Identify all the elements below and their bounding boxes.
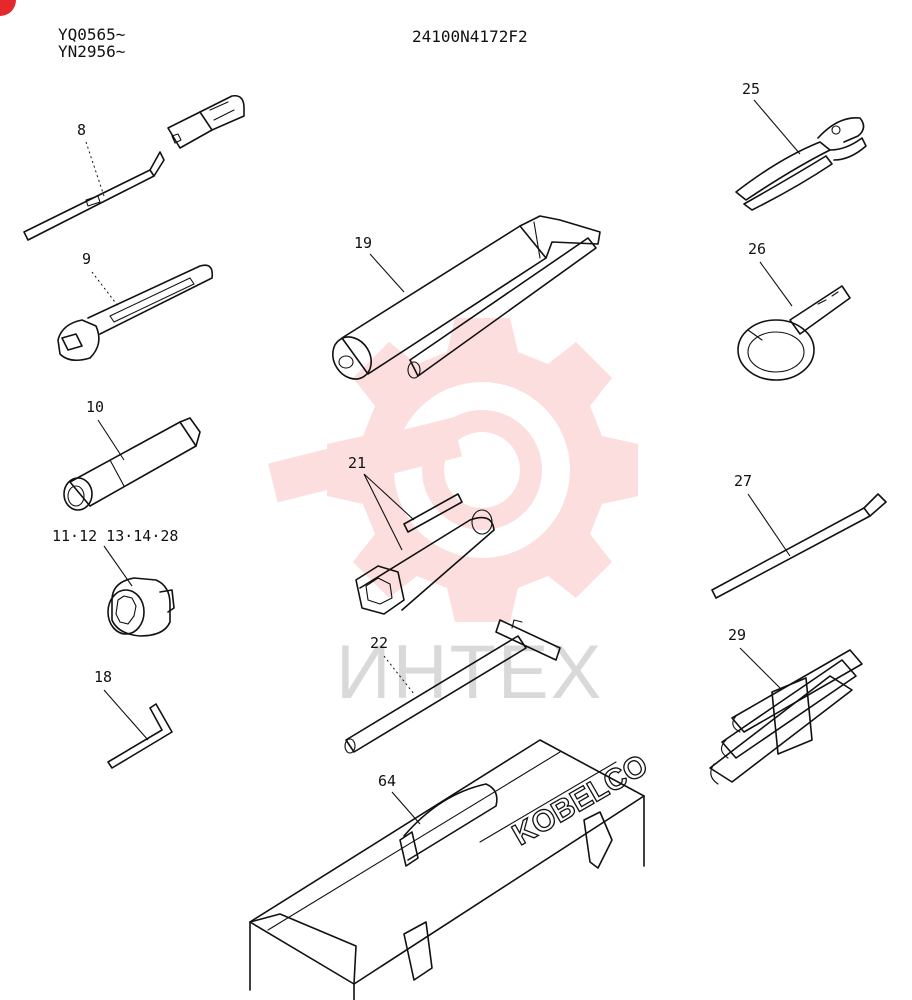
- watermark-gear-icon: [267, 318, 638, 622]
- callout-19: 19: [354, 234, 372, 252]
- part-19-grease-gun[interactable]: [325, 215, 601, 386]
- callout-26: 26: [748, 240, 766, 258]
- callout-9: 9: [82, 250, 91, 268]
- part-18-hex-key[interactable]: [107, 703, 173, 769]
- callout-11: 11·12 13·14·28: [52, 527, 178, 545]
- part-29-wrench-set[interactable]: [709, 649, 863, 785]
- serial-range-1: YQ0565~: [58, 25, 125, 44]
- watermark-text: ИНТЕХ: [336, 630, 603, 715]
- callout-29: 29: [728, 626, 746, 644]
- callout-21: 21: [348, 454, 366, 472]
- callout-27: 27: [734, 472, 752, 490]
- drawing-number: 24100N4172F2: [412, 27, 528, 46]
- part-22-t-handle[interactable]: [344, 619, 561, 754]
- part-64-toolbox[interactable]: [249, 739, 645, 1000]
- part-26-filter-wrench[interactable]: [737, 285, 851, 381]
- serial-range-2: YN2956~: [58, 42, 125, 61]
- part-25-pliers[interactable]: [735, 117, 867, 211]
- callout-8: 8: [77, 121, 86, 139]
- callout-25: 25: [742, 80, 760, 98]
- part-21-box-wrench[interactable]: [355, 493, 495, 615]
- part-8-screwdriver[interactable]: [23, 94, 245, 241]
- corner-marker-icon: [0, 0, 16, 16]
- part-11-socket[interactable]: [107, 577, 175, 637]
- callout-64: 64: [378, 772, 396, 790]
- callout-18: 18: [94, 668, 112, 686]
- part-9-ratchet[interactable]: [57, 264, 214, 362]
- callout-10: 10: [86, 398, 104, 416]
- callout-22: 22: [370, 634, 388, 652]
- part-27-bar[interactable]: [711, 493, 887, 599]
- part-10-extension[interactable]: [63, 417, 201, 511]
